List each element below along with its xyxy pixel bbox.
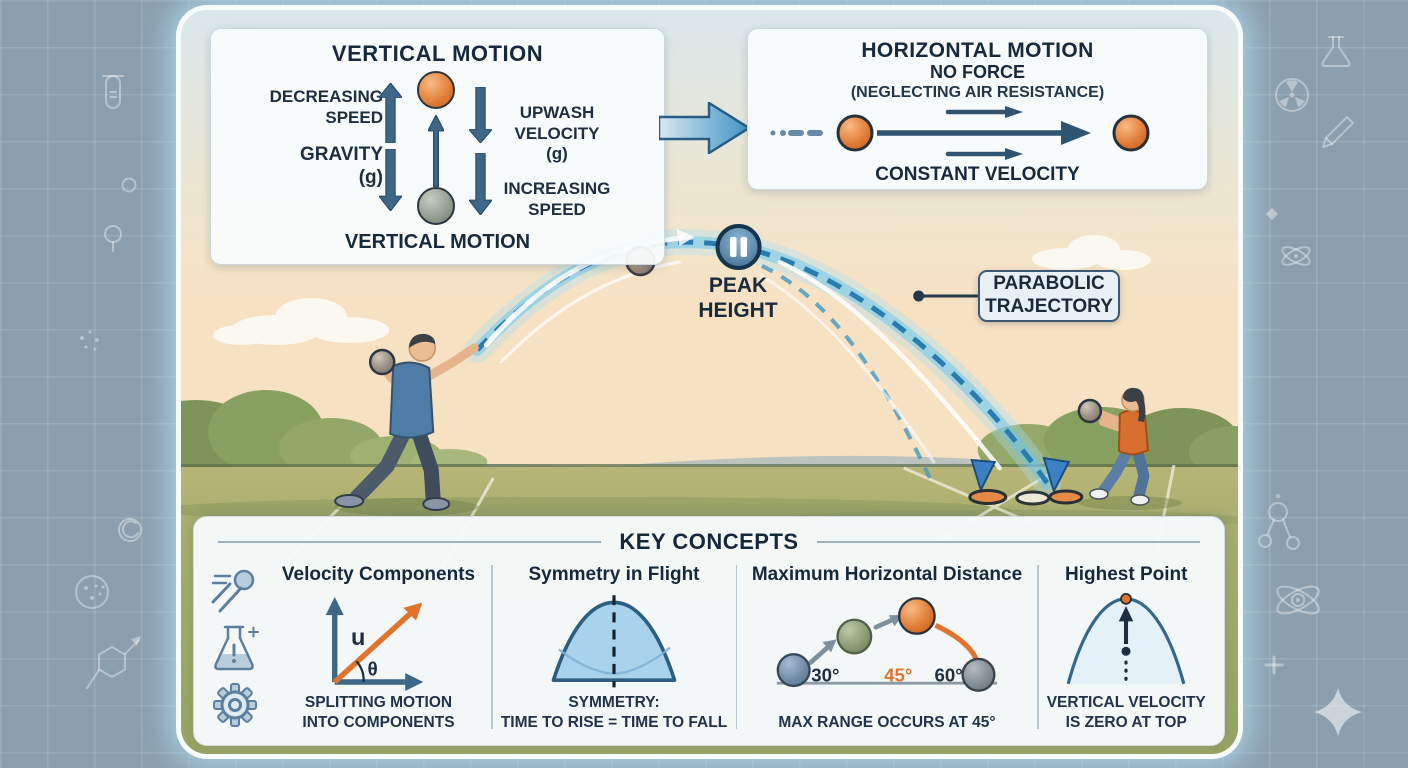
gravity-label: GRAVITY (g) [299,144,383,189]
key-concepts-title: KEY CONCEPTS [619,529,799,554]
ball-bottom [417,187,455,225]
test-tube-icon [102,75,124,109]
concept-highest-point: Highest Point VERTICAL VELOCITY IS ZERO … [1039,557,1215,743]
horizontal-motion-panel: HORIZONTAL MOTION NO FORCE (NEGLECTING A… [747,28,1208,190]
transition-arrow-icon [659,102,751,154]
concept-heading: Velocity Components [281,564,476,585]
apex-dot [1120,592,1133,605]
projectile-icon [211,569,255,613]
velocity-u-label: u [351,624,365,650]
concept-max-horizontal-distance: Maximum Horizontal Distance [737,557,1037,743]
dots-icon [80,330,99,351]
gear-icon [213,683,257,728]
column-divider [735,565,737,729]
sparkle-icon [1314,688,1362,736]
parabolic-trajectory-callout: PARABOLIC TRAJECTORY [978,270,1120,322]
vertical-motion-title: VERTICAL MOTION [331,41,544,66]
thrower-figure [334,333,479,516]
landing-arrow [1042,456,1071,494]
max-range-diagram: 30° 45° 60° [776,596,998,692]
ball-end [1112,114,1149,152]
ball-45 [897,596,936,635]
constant-velocity-diagram [770,105,1149,160]
horizontal-motion-title: HORIZONTAL MOTION [861,39,1094,62]
increasing-speed-label: INCREASING SPEED [503,179,611,219]
angle-45-label: 45° [884,664,912,685]
left-decor-strip [75,75,142,689]
flask-plus-icon [214,625,259,671]
streak-arrowhead [676,229,695,246]
vertical-motion-panel: VERTICAL MOTION DECREASING SPEED GRAVITY… [210,28,665,265]
petri-dish-icon [75,575,109,609]
concept-heading: Maximum Horizontal Distance [751,564,1023,585]
pin-icon [104,225,122,252]
angle-theta-label: θ [367,660,377,681]
right-decor-strip [1258,36,1362,736]
column-divider [491,565,493,729]
pencil-icon [1322,116,1354,148]
thin-up-arrow-icon [428,115,444,187]
molecule-hex-icon [86,636,141,689]
ball-mid [836,618,873,655]
concept-caption: VERTICAL VELOCITY IS ZERO AT TOP [1046,693,1206,731]
column-divider [1037,565,1039,729]
concept-caption: MAX RANGE OCCURS AT 45° [778,713,996,731]
atom-icon [1281,246,1311,266]
catcher-figure [1077,387,1182,510]
ball-60 [961,657,996,692]
callout-dot [913,290,925,302]
divider-line [816,541,1200,543]
atom-icon [1276,585,1320,615]
cloud [1031,235,1151,270]
air-resistance-note: (NEGLECTING AIR RESISTANCE) [850,83,1105,101]
divider-line [218,541,602,543]
main-panel: VERTICAL MOTION DECREASING SPEED GRAVITY… [181,10,1238,754]
constant-velocity-label: CONSTANT VELOCITY [875,163,1080,185]
concept-caption: SYMMETRY: TIME TO RISE = TIME TO FALL [500,693,728,731]
vertical-motion-footer: VERTICAL MOTION [344,231,531,253]
concept-icons-column [204,557,266,743]
concept-symmetry-in-flight: Symmetry in Flight SYMMETRY: TIME TO RIS… [493,557,736,743]
cloud [213,298,390,345]
landing-spot [1015,490,1051,506]
peak-height-label: PEAK HEIGHT [698,274,778,322]
concept-caption: SPLITTING MOTION INTO COMPONENTS [302,693,455,731]
ball-30 [776,652,811,688]
circle-icon [121,177,137,193]
key-concepts-titlebar: KEY CONCEPTS [194,517,1224,555]
down-arrow-icon [469,153,492,215]
swirl-icon [118,518,142,542]
molecule-icon [1258,494,1300,550]
horizon-line [181,464,1238,468]
landing-spot [1048,489,1084,505]
no-force-label: NO FORCE [929,62,1025,83]
up-arrow-icon [379,83,402,143]
key-concepts-panel: KEY CONCEPTS [193,516,1225,746]
concept-velocity-components: Velocity Components u θ SPLITTING MOTION… [266,557,491,743]
angle-30-label: 30° [811,664,839,685]
down-arrow-icon [379,149,402,211]
pause-icon [715,224,762,270]
landing-arrow [970,458,997,493]
velocity-components-diagram: u θ [325,596,423,691]
decreasing-speed-label: DECREASING SPEED [269,87,383,127]
angle-60-label: 60° [934,664,962,685]
flask-icon [1321,36,1351,67]
down-arrow-icon [469,87,492,143]
concept-heading: Highest Point [1065,564,1188,585]
radiation-icon [1275,78,1309,112]
ball-top [417,71,455,109]
plus-icon [1264,655,1284,675]
symmetry-diagram [551,595,677,688]
upwash-velocity-label: UPWASH VELOCITY (g) [514,103,600,164]
concept-heading: Symmetry in Flight [528,564,700,585]
ball-start [836,114,873,152]
diamond-icon [1266,208,1278,220]
landing-spot [968,489,1008,505]
highest-point-diagram [1066,592,1186,685]
